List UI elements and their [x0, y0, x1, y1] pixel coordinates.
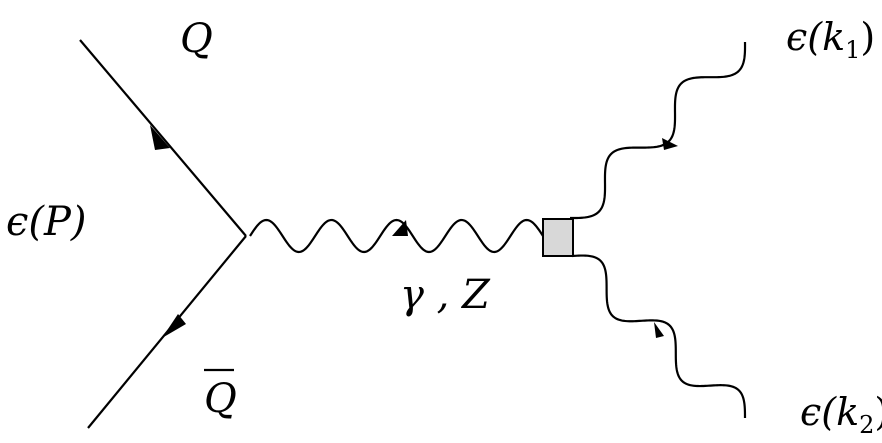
- antiquark-arrow: [162, 314, 186, 338]
- photon-1-label: ϵ(k1): [786, 15, 875, 64]
- propagator-label: γ , Z: [400, 272, 491, 318]
- photon-1-wavy-line: [569, 41, 747, 220]
- photon-1-arrow: [662, 138, 678, 150]
- antiquark-label: Q: [204, 376, 237, 422]
- effective-vertex-box: [542, 218, 574, 257]
- photon-2-wavy-line: [571, 254, 747, 419]
- photon-2-label: ϵ(k2): [800, 390, 882, 439]
- quark-line: [79, 39, 247, 237]
- initial-polarization-label: ϵ(P): [6, 199, 87, 245]
- photon-2-arrow: [654, 322, 664, 338]
- propagator-wavy-line: [249, 218, 544, 254]
- quark-label: Q: [180, 16, 213, 62]
- propagator-arrow: [392, 220, 408, 236]
- quark-arrow: [150, 125, 170, 150]
